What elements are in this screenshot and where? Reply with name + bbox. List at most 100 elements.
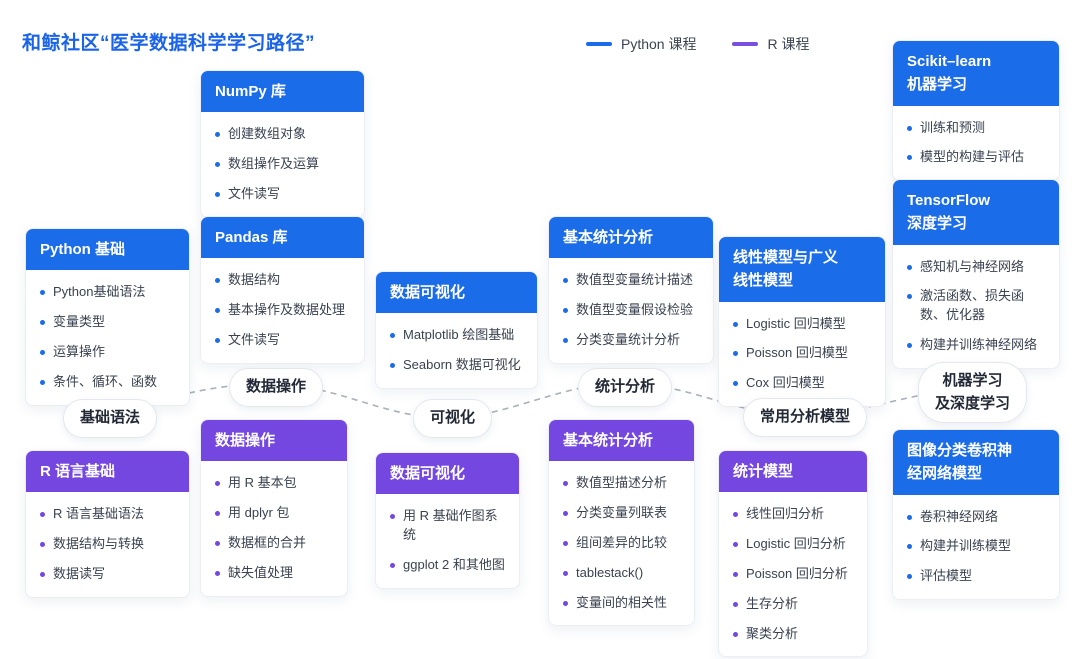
card-item: 用 R 基本包 [215, 474, 337, 493]
stage-pill-models: 常用分析模型 [743, 398, 868, 437]
stage-pill-basics: 基础语法 [63, 399, 158, 438]
card-title: 图像分类卷积神 经网络模型 [893, 430, 1059, 495]
card-item: 评估模型 [907, 567, 1049, 586]
bullet-icon [733, 351, 738, 357]
bullet-icon [40, 379, 45, 385]
card-items: Python基础语法 变量类型 运算操作 条件、循环、函数 [26, 270, 189, 404]
card-item: 条件、循环、函数 [40, 373, 179, 392]
bullet-icon [907, 574, 912, 580]
card-item: 卷积神经网络 [907, 508, 1049, 527]
bullet-icon [907, 343, 912, 349]
card-title: 数据操作 [201, 420, 347, 462]
bullet-icon [390, 333, 395, 339]
course-card-py-dataviz: 数据可视化 Matplotlib 绘图基础 Seaborn 数据可视化 [375, 271, 538, 389]
course-card-tensorflow: TensorFlow 深度学习 感知机与神经网络 激活函数、损失函数、优化器 构… [892, 179, 1060, 369]
course-card-r-dataviz: 数据可视化 用 R 基础作图系统 ggplot 2 和其他图 [375, 452, 520, 589]
bullet-icon [215, 481, 220, 487]
card-item: 文件读写 [215, 331, 354, 350]
course-card-numpy: NumPy 库 创建数组对象 数组操作及运算 文件读写 [200, 70, 365, 218]
card-item: Seaborn 数据可视化 [390, 356, 527, 375]
bullet-icon [733, 601, 738, 607]
bullet-icon [40, 512, 45, 518]
bullet-icon [733, 381, 738, 387]
bullet-icon [563, 511, 568, 517]
legend: Python 课程 R 课程 [586, 34, 809, 54]
bullet-icon [215, 162, 220, 168]
card-item: 数值型变量假设检验 [563, 301, 703, 320]
card-title: 数据可视化 [376, 272, 537, 314]
card-item: 数组操作及运算 [215, 155, 354, 174]
stage-pill-ml-dl: 机器学习 及深度学习 [918, 362, 1028, 423]
card-title: 数据可视化 [376, 453, 519, 495]
card-item: Cox 回归模型 [733, 374, 875, 393]
bullet-icon [907, 264, 912, 270]
course-card-sklearn: Scikit–learn 机器学习 训练和预测 模型的构建与评估 [892, 40, 1060, 182]
card-items: 训练和预测 模型的构建与评估 [893, 106, 1059, 181]
card-title: 统计模型 [719, 451, 867, 493]
course-card-r-stats: 基本统计分析 数值型描述分析 分类变量列联表 组间差异的比较 tablestac… [548, 419, 695, 627]
stage-pill-statistics: 统计分析 [578, 368, 673, 407]
card-items: 数据结构 基本操作及数据处理 文件读写 [201, 258, 364, 363]
card-items: Logistic 回归模型 Poisson 回归模型 Cox 回归模型 [719, 302, 885, 407]
card-item: 用 dplyr 包 [215, 504, 337, 523]
course-card-stat-models: 统计模型 线性回归分析 Logistic 回归分析 Poisson 回归分析 生… [718, 450, 868, 658]
card-items: 感知机与神经网络 激活函数、损失函数、优化器 构建并训练神经网络 [893, 245, 1059, 368]
bullet-icon [907, 514, 912, 520]
card-items: 数值型变量统计描述 数值型变量假设检验 分类变量统计分析 [549, 258, 713, 363]
card-item: 激活函数、损失函数、优化器 [907, 287, 1049, 325]
bullet-icon [390, 363, 395, 369]
card-item: 数值型描述分析 [563, 474, 684, 493]
bullet-icon [215, 540, 220, 546]
card-items: 卷积神经网络 构建并训练模型 评估模型 [893, 495, 1059, 600]
card-item: 线性回归分析 [733, 505, 857, 524]
card-item: 数据框的合并 [215, 534, 337, 553]
python-line-icon [586, 42, 612, 46]
bullet-icon [733, 631, 738, 637]
card-item: tablestack() [563, 564, 684, 583]
card-item: Logistic 回归模型 [733, 315, 875, 334]
r-line-icon [732, 42, 759, 46]
bullet-icon [563, 337, 568, 343]
bullet-icon [40, 571, 45, 577]
card-item: 运算操作 [40, 343, 179, 362]
course-card-r-basics: R 语言基础 R 语言基础语法 数据结构与转换 数据读写 [25, 450, 190, 598]
card-title: Scikit–learn 机器学习 [893, 41, 1059, 106]
course-card-cnn: 图像分类卷积神 经网络模型 卷积神经网络 构建并训练模型 评估模型 [892, 429, 1060, 601]
bullet-icon [563, 540, 568, 546]
card-item: Poisson 回归模型 [733, 344, 875, 363]
card-item: Matplotlib 绘图基础 [390, 326, 527, 345]
card-title: Pandas 库 [201, 217, 364, 259]
card-item: 缺失值处理 [215, 564, 337, 583]
bullet-icon [40, 320, 45, 326]
bullet-icon [215, 191, 220, 197]
card-item: 数据结构与转换 [40, 535, 179, 554]
bullet-icon [907, 294, 912, 300]
bullet-icon [563, 278, 568, 284]
bullet-icon [215, 308, 220, 314]
card-title: 基本统计分析 [549, 420, 694, 462]
card-title: R 语言基础 [26, 451, 189, 493]
card-title: TensorFlow 深度学习 [893, 180, 1059, 245]
bullet-icon [733, 321, 738, 327]
card-title: 线性模型与广义 线性模型 [719, 237, 885, 302]
card-title: NumPy 库 [201, 71, 364, 113]
card-item: 用 R 基础作图系统 [390, 507, 509, 545]
card-item: R 语言基础语法 [40, 505, 179, 524]
stage-pill-visualization: 可视化 [413, 399, 493, 438]
card-item: Logistic 回归分析 [733, 535, 857, 554]
card-item: 训练和预测 [907, 119, 1049, 138]
card-item: 组间差异的比较 [563, 534, 684, 553]
card-item: 变量间的相关性 [563, 594, 684, 613]
course-card-linear-models: 线性模型与广义 线性模型 Logistic 回归模型 Poisson 回归模型 … [718, 236, 886, 408]
card-item: 变量类型 [40, 313, 179, 332]
bullet-icon [215, 511, 220, 517]
card-items: 数值型描述分析 分类变量列联表 组间差异的比较 tablestack() 变量间… [549, 461, 694, 625]
course-card-python-basics: Python 基础 Python基础语法 变量类型 运算操作 条件、循环、函数 [25, 228, 190, 406]
bullet-icon [563, 570, 568, 576]
legend-label: R 课程 [767, 36, 810, 52]
card-item: 感知机与神经网络 [907, 258, 1049, 277]
card-item: Poisson 回归分析 [733, 565, 857, 584]
bullet-icon [215, 337, 220, 343]
card-items: 创建数组对象 数组操作及运算 文件读写 [201, 112, 364, 217]
